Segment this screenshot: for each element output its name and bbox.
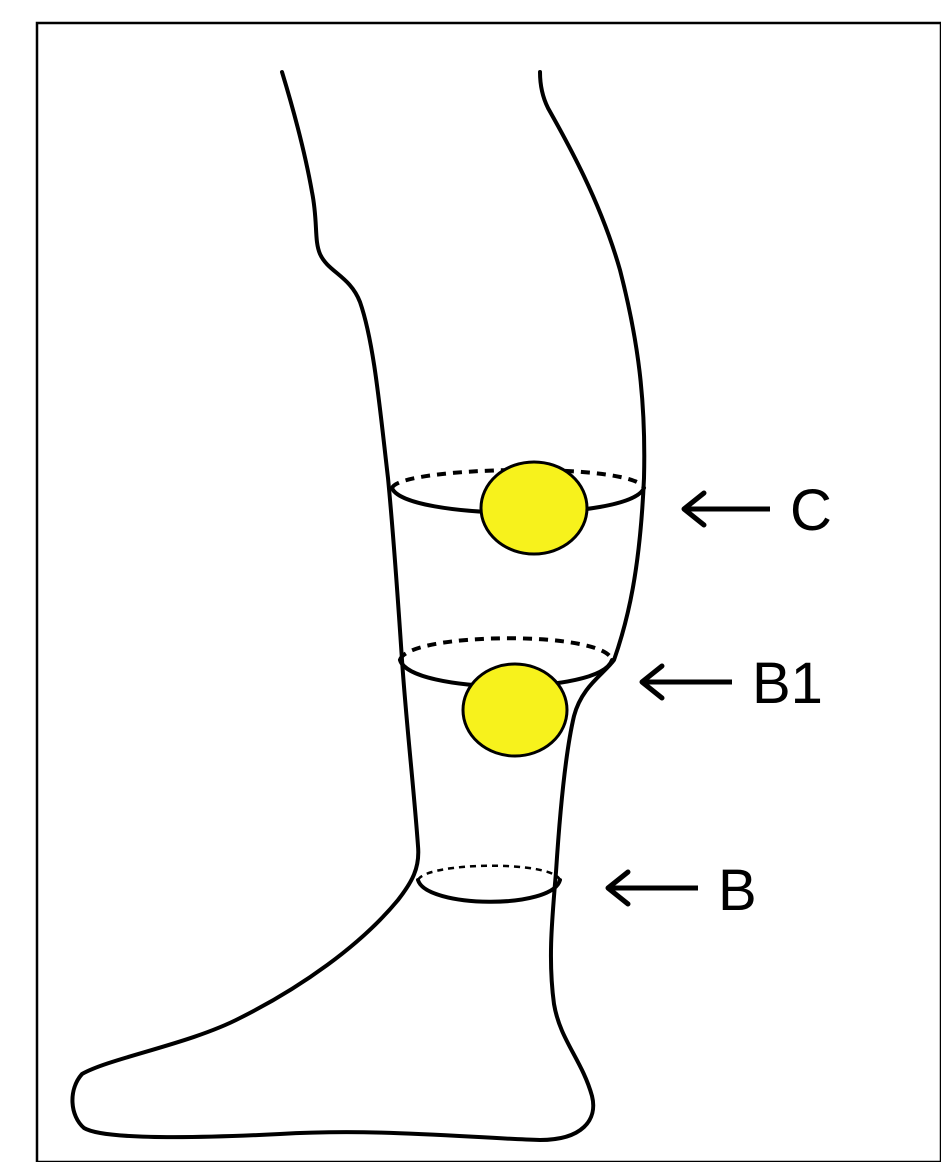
label-b1: B1 [752, 651, 823, 716]
label-c: C [790, 478, 832, 543]
electrode-b1 [463, 664, 567, 756]
ring-b-front [418, 880, 560, 902]
label-b: B [718, 858, 757, 923]
arrow-b [608, 872, 698, 904]
leg-back-outline [72, 72, 644, 1140]
arrow-c [684, 493, 770, 525]
frame-border [37, 23, 941, 1162]
ring-b-back [418, 866, 560, 880]
arrow-b1 [642, 666, 732, 698]
electrode-c [481, 462, 587, 554]
ring-b1-back [400, 638, 612, 660]
